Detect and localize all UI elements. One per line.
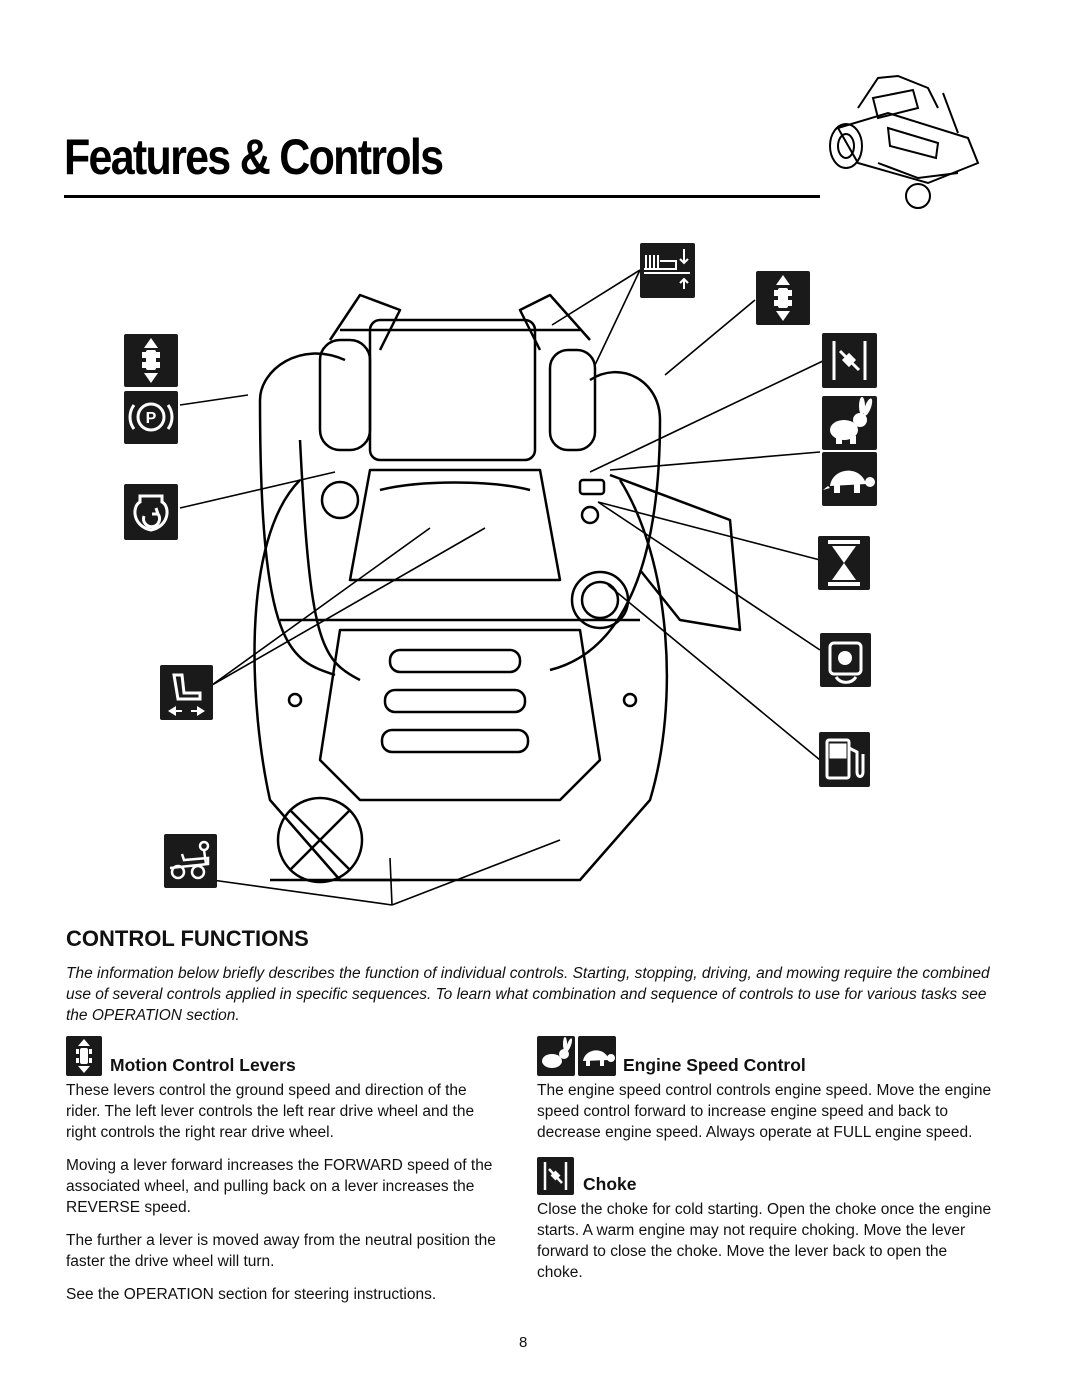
engine-speed-paragraph: The engine speed control controls engine… — [537, 1082, 992, 1141]
motion-control-icon — [124, 334, 178, 387]
intro-paragraph: The information below briefly describes … — [66, 965, 990, 1024]
motion-control-icon — [66, 1036, 102, 1076]
fuel-icon — [819, 732, 870, 787]
motion-control-paragraph-4: See the OPERATION section for steering i… — [66, 1286, 437, 1303]
ignition-icon — [124, 484, 178, 540]
page-title: Features & Controls — [64, 129, 444, 185]
engine-speed-heading: Engine Speed Control — [623, 1055, 806, 1075]
hour-meter-icon — [818, 536, 870, 590]
section-heading: CONTROL FUNCTIONS — [66, 926, 309, 951]
operator-presence-icon — [164, 834, 217, 888]
page-number: 8 — [519, 1334, 528, 1351]
turtle-icon — [578, 1036, 616, 1076]
motion-control-paragraph-3: The further a lever is moved away from t… — [66, 1232, 496, 1270]
choke-paragraph: Close the choke for cold starting. Open … — [537, 1201, 992, 1281]
motion-control-icon-right — [756, 271, 810, 325]
engine-speed-section: Engine Speed Control The engine speed co… — [537, 1036, 993, 1295]
turtle-icon — [822, 452, 877, 506]
motion-control-heading: Motion Control Levers — [110, 1055, 296, 1075]
engine-speed-heading-row: Engine Speed Control — [537, 1036, 993, 1080]
motion-control-paragraph-2: Moving a lever forward increases the FOR… — [66, 1157, 493, 1216]
choke-icon — [537, 1157, 574, 1195]
deck-height-icon — [640, 243, 695, 298]
motion-control-heading-row: Motion Control Levers — [66, 1036, 502, 1080]
rabbit-icon — [537, 1036, 575, 1076]
seat-adjust-icon — [160, 665, 213, 720]
motion-control-paragraph-1: These levers control the ground speed an… — [66, 1082, 475, 1141]
pto-icon — [820, 633, 871, 687]
mower-thumbnail-illustration — [829, 74, 980, 209]
parking-brake-icon: P — [124, 391, 178, 444]
choke-heading-row: Choke — [537, 1155, 993, 1199]
mower-top-view-diagram — [179, 269, 826, 906]
choke-heading: Choke — [583, 1174, 637, 1194]
title-rule — [64, 195, 820, 198]
svg-text:P: P — [146, 410, 157, 427]
rabbit-icon — [822, 396, 877, 450]
motion-control-section: Motion Control Levers These levers contr… — [66, 1036, 502, 1317]
choke-icon — [822, 333, 877, 388]
